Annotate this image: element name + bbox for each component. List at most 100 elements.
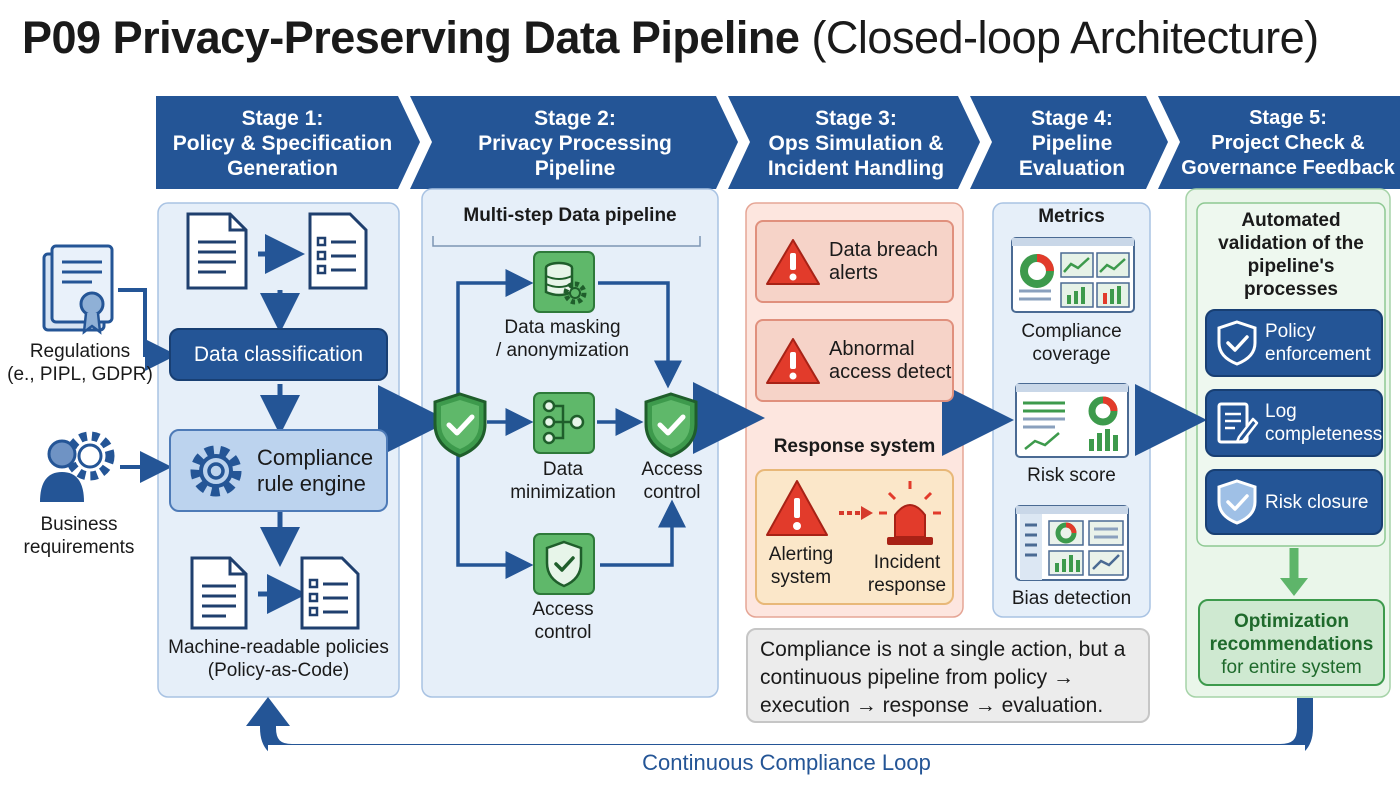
policy-label-1: Policy (1265, 321, 1316, 342)
risk-closure-label: Risk closure (1265, 491, 1369, 513)
business-label-2: requirements (23, 537, 135, 558)
access-bot-label-1: Access (532, 599, 594, 620)
validation-header-1: Automated (1241, 210, 1341, 231)
loop-label-holder: Continuous Compliance Loop (268, 745, 1305, 781)
page-title: P09 Privacy-Preserving Data Pipeline (Cl… (22, 12, 1319, 64)
risk-closure-box: Risk closure (1205, 469, 1383, 535)
access-mid-label-2: control (643, 482, 701, 503)
masking-label-2: / anonymization (495, 340, 630, 361)
stage-2-chevron (410, 96, 738, 189)
stage-4-label-1: Stage 4: (1031, 106, 1113, 130)
data-classification-label: Data classification (193, 342, 364, 366)
incident-label: Incident response (857, 551, 957, 597)
coverage-label: Compliance coverage (993, 320, 1150, 366)
policy-label-2: enforcement (1265, 344, 1371, 365)
stage-5-label-1: Stage 5: (1249, 106, 1327, 129)
stage-1-chevron (156, 96, 420, 189)
optimization-box: Optimization recommendations for entire … (1198, 599, 1385, 686)
stage-3-header: Stage 3: Ops Simulation & Incident Handl… (750, 99, 962, 187)
opt-label-2: recommendations (1209, 634, 1374, 655)
loop-label: Continuous Compliance Loop (632, 750, 941, 775)
stage-1-header: Stage 1: Policy & Specification Generati… (160, 99, 405, 187)
stage-2-label-1: Stage 2: (534, 106, 616, 130)
bias-label: Bias detection (1011, 588, 1132, 609)
title-bold: P09 Privacy-Preserving Data Pipeline (22, 12, 800, 63)
stage-2-label-2: Privacy Processing (478, 131, 672, 155)
database-gear-icon (533, 251, 595, 313)
minimization-label-1: Data (542, 459, 584, 480)
gear-icon (190, 445, 242, 496)
business-label: Business requirements (0, 513, 158, 559)
business-icon (40, 431, 115, 502)
log-completeness-box: Log completeness (1205, 389, 1383, 457)
access-mid-label-1: Access (641, 459, 703, 480)
business-label-1: Business (40, 514, 118, 535)
opt-label-1: Optimization (1233, 611, 1350, 632)
abnormal-label-1: Abnormal (829, 337, 915, 360)
access-mid-label: Access control (620, 458, 724, 504)
stage-1-label-1: Stage 1: (241, 106, 324, 130)
compliance-note: Compliance is not a single action, but a… (746, 628, 1150, 723)
metrics-header: Metrics (1038, 206, 1105, 227)
note-line-2: continuous pipeline from policy → (760, 666, 1074, 689)
stage-5-header: Stage 5: Project Check & Governance Feed… (1176, 99, 1400, 187)
response-system-card: Alerting system Incident response (755, 469, 954, 605)
policies-label-2: (Policy-as-Code) (207, 660, 350, 681)
validation-header-4: processes (1243, 279, 1338, 300)
stage-3-label-2: Ops Simulation & (768, 131, 944, 155)
access-bot-label: Access control (505, 598, 621, 644)
compliance-label-2: rule engine (257, 470, 366, 496)
document-pair-top (186, 212, 368, 290)
document-pair-bottom (190, 556, 360, 630)
stage-2-header: Stage 2: Privacy Processing Pipeline (436, 99, 714, 187)
policies-label: Machine-readable policies (Policy-as-Cod… (158, 636, 399, 682)
dashboard-bias-icon (1015, 505, 1129, 581)
validation-header-3: pipeline's (1247, 256, 1335, 277)
regulations-label-2: (e., PIPL, GDPR) (7, 364, 153, 385)
stage-5-chevron (1158, 96, 1400, 189)
stage-4-label-2: Pipeline (1031, 131, 1113, 155)
note-line-1: Compliance is not a single action, but a (760, 638, 1126, 661)
minimization-label: Data minimization (488, 458, 638, 504)
breach-label-2: alerts (829, 261, 878, 284)
regulations-label: Regulations (e., PIPL, GDPR) (0, 340, 160, 386)
flow-nodes-icon (533, 392, 595, 454)
dashboard-risk-icon (1015, 383, 1129, 458)
log-label-1: Log (1265, 401, 1297, 422)
shield-check-icon-right (644, 392, 698, 458)
alerting-label-2: system (770, 567, 832, 588)
breach-alert-card: Data breach alerts (755, 220, 954, 303)
stage-1-label-3: Generation (227, 156, 338, 180)
stage-4-header: Stage 4: Pipeline Evaluation (992, 99, 1152, 187)
access-bot-label-2: control (534, 622, 592, 643)
stage-3-label-3: Incident Handling (767, 156, 945, 180)
dashboard-coverage-icon (1011, 237, 1135, 313)
alert-to-siren-icons (766, 480, 941, 545)
regulations-label-1: Regulations (29, 341, 131, 362)
stage-5-label-2: Project Check & (1211, 131, 1365, 154)
validation-header-2: validation of the (1218, 233, 1364, 254)
stage-5-label-3: Governance Feedback (1181, 156, 1395, 179)
log-label-2: completeness (1265, 424, 1383, 445)
shield-check-filled-icon (1217, 479, 1257, 525)
stage-3-chevron (728, 96, 980, 189)
title-normal: (Closed-loop Architecture) (811, 12, 1319, 63)
compliance-rule-engine-box: Compliance rule engine (169, 429, 388, 512)
risk-score-label: Risk score (1027, 465, 1116, 486)
stage-4-label-3: Evaluation (1018, 156, 1126, 180)
alerting-label-1: Alerting (768, 544, 834, 565)
stage-2-label-3: Pipeline (534, 156, 616, 180)
response-system-header: Response system (773, 436, 936, 457)
masking-label-1: Data masking (504, 317, 621, 338)
shield-check-box-icon (533, 533, 595, 595)
coverage-label-2: coverage (1032, 344, 1111, 365)
incident-label-1: Incident (873, 552, 941, 573)
abnormal-label-2: access detect (829, 360, 952, 383)
stage-3-label-1: Stage 3: (815, 106, 897, 130)
regulations-icon (42, 244, 114, 335)
minimization-label-2: minimization (510, 482, 616, 503)
policies-label-1: Machine-readable policies (168, 637, 389, 658)
validation-header: Automated validation of the pipeline's p… (1197, 209, 1385, 301)
compliance-label-1: Compliance (257, 444, 374, 470)
opt-label-3: for entire system (1221, 657, 1362, 678)
